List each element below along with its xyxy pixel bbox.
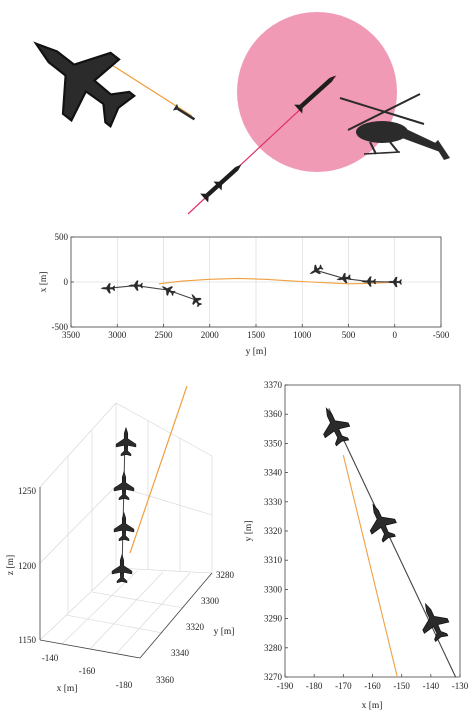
fighter-jet-icon: [412, 597, 455, 645]
fighter-jet-shape: [335, 272, 352, 285]
y-tick-label: 3320: [264, 526, 283, 536]
plot-3d: 1250 1200 1150 -140 -160 -180 3280 3300 …: [6, 385, 235, 694]
y-tick-label: 3360: [156, 675, 175, 685]
fighter-jet-icon: [307, 262, 325, 279]
aircraft-group: [100, 262, 402, 309]
tick-group: -190 -180 -170 -160 -150 -140 -130 3370 3360 3350…: [264, 380, 469, 691]
y-tick-label: 500: [55, 232, 69, 242]
z-tick-label: 1200: [18, 561, 37, 571]
tick-group: 3500 3000 2500 2000 1500 1000 500 0 -500 500 0 -500: [52, 232, 450, 340]
fighter-jet-icon: [313, 401, 356, 450]
y-axis-label: x [m]: [39, 272, 49, 293]
x-tick-label: -130: [452, 681, 469, 691]
fighter-jet-icon: [159, 281, 177, 299]
aircraft-trail: [328, 408, 457, 678]
y-tick-label: 3300: [264, 584, 283, 594]
fighter-jet-icon: [361, 276, 377, 287]
fighter-jet-icon: [115, 427, 137, 457]
orange-trajectory: [158, 277, 395, 285]
missile-icon: [172, 103, 196, 121]
helicopter-icon: [339, 93, 450, 160]
x-tick-label: 0: [393, 330, 398, 340]
z-axis-label: z [m]: [6, 555, 16, 575]
y-tick-label: 3280: [264, 643, 283, 653]
fighter-jet-icon: [187, 291, 205, 309]
y-tick-label: 3300: [201, 596, 220, 606]
y-tick-label: 3320: [186, 622, 205, 632]
plot-xy-zoom: -190 -180 -170 -160 -150 -140 -130 3370 3360 3350…: [244, 380, 469, 711]
x-tick-label: -160: [364, 681, 381, 691]
x-tick-label: -180: [306, 681, 323, 691]
y-tick-label: 3290: [264, 614, 283, 624]
fighter-jet-icon: [113, 471, 135, 501]
z-tick-label: 1250: [18, 486, 37, 496]
x-tick-label: -160: [79, 666, 96, 676]
x-tick-label: 3500: [62, 330, 81, 340]
y-tick-label: 3330: [264, 497, 283, 507]
x-tick-label: -170: [335, 681, 352, 691]
x-tick-label: 1000: [293, 330, 312, 340]
x-tick-label: -140: [423, 681, 440, 691]
fighter-jet-shape: [361, 276, 377, 287]
aircraft-trail-left: [107, 285, 197, 301]
z-tick-label: 1150: [18, 635, 36, 645]
x-tick-label: -150: [393, 681, 410, 691]
y-tick-label: 3310: [264, 555, 283, 565]
plot-topdown: 3500 3000 2500 2000 1500 1000 500 0 -500 500 0 -500…: [39, 232, 450, 357]
fighter-jet-icon: [100, 283, 116, 294]
y-tick-label: 3370: [264, 380, 283, 390]
x-tick-label: -500: [433, 330, 450, 340]
fighter-jet-icon: [335, 272, 352, 285]
orange-trajectory: [342, 454, 398, 678]
x-axis-label: y [m]: [246, 347, 267, 357]
x-axis-label: x [m]: [57, 684, 78, 694]
series-group: [328, 408, 457, 678]
fighter-jet-icon: [360, 498, 403, 546]
fighter-jet-shape: [307, 262, 325, 279]
missile-icon: [200, 164, 242, 203]
fighter-jet-shape: [100, 283, 116, 294]
fighter-jet-icon: [12, 13, 146, 141]
x-tick-label: -180: [116, 680, 133, 690]
x-tick-label: 1500: [247, 330, 266, 340]
fighter-jet-shape: [187, 291, 205, 309]
aircraft-group: [313, 401, 455, 645]
y-tick-label: 3340: [171, 648, 190, 658]
x-tick-label: 3000: [108, 330, 127, 340]
y-tick-label: 3270: [264, 672, 283, 682]
fighter-jet-shape: [313, 401, 356, 450]
missile-icon: [294, 75, 336, 114]
y-tick-label: 3280: [216, 570, 235, 580]
aircraft-trail-right: [315, 269, 395, 283]
x-axis-label: x [m]: [362, 701, 383, 711]
fighter-jet-shape: [159, 281, 177, 299]
y-axis-label: y [m]: [244, 521, 254, 542]
box-axes: [39, 487, 213, 659]
y-tick-label: 3350: [264, 438, 283, 448]
fighter-jet-shape: [412, 597, 455, 645]
y-tick-label: 3360: [264, 409, 283, 419]
x-tick-label: -190: [277, 681, 294, 691]
fighter-jet-shape: [360, 498, 403, 546]
x-tick-label: 2500: [155, 330, 174, 340]
y-axis-label: y [m]: [214, 627, 235, 637]
orange-trajectory: [129, 385, 188, 554]
x-tick-label: 2000: [201, 330, 220, 340]
x-tick-label: -140: [42, 653, 59, 663]
fighter-jet-icon: [113, 512, 135, 542]
y-tick-label: 3340: [264, 468, 283, 478]
illustration-panel: [12, 12, 450, 215]
x-tick-label: 500: [342, 330, 356, 340]
series-group: [107, 269, 395, 301]
y-tick-label: 0: [64, 277, 69, 287]
aircraft-trail: [121, 437, 126, 571]
y-tick-label: -500: [52, 322, 69, 332]
